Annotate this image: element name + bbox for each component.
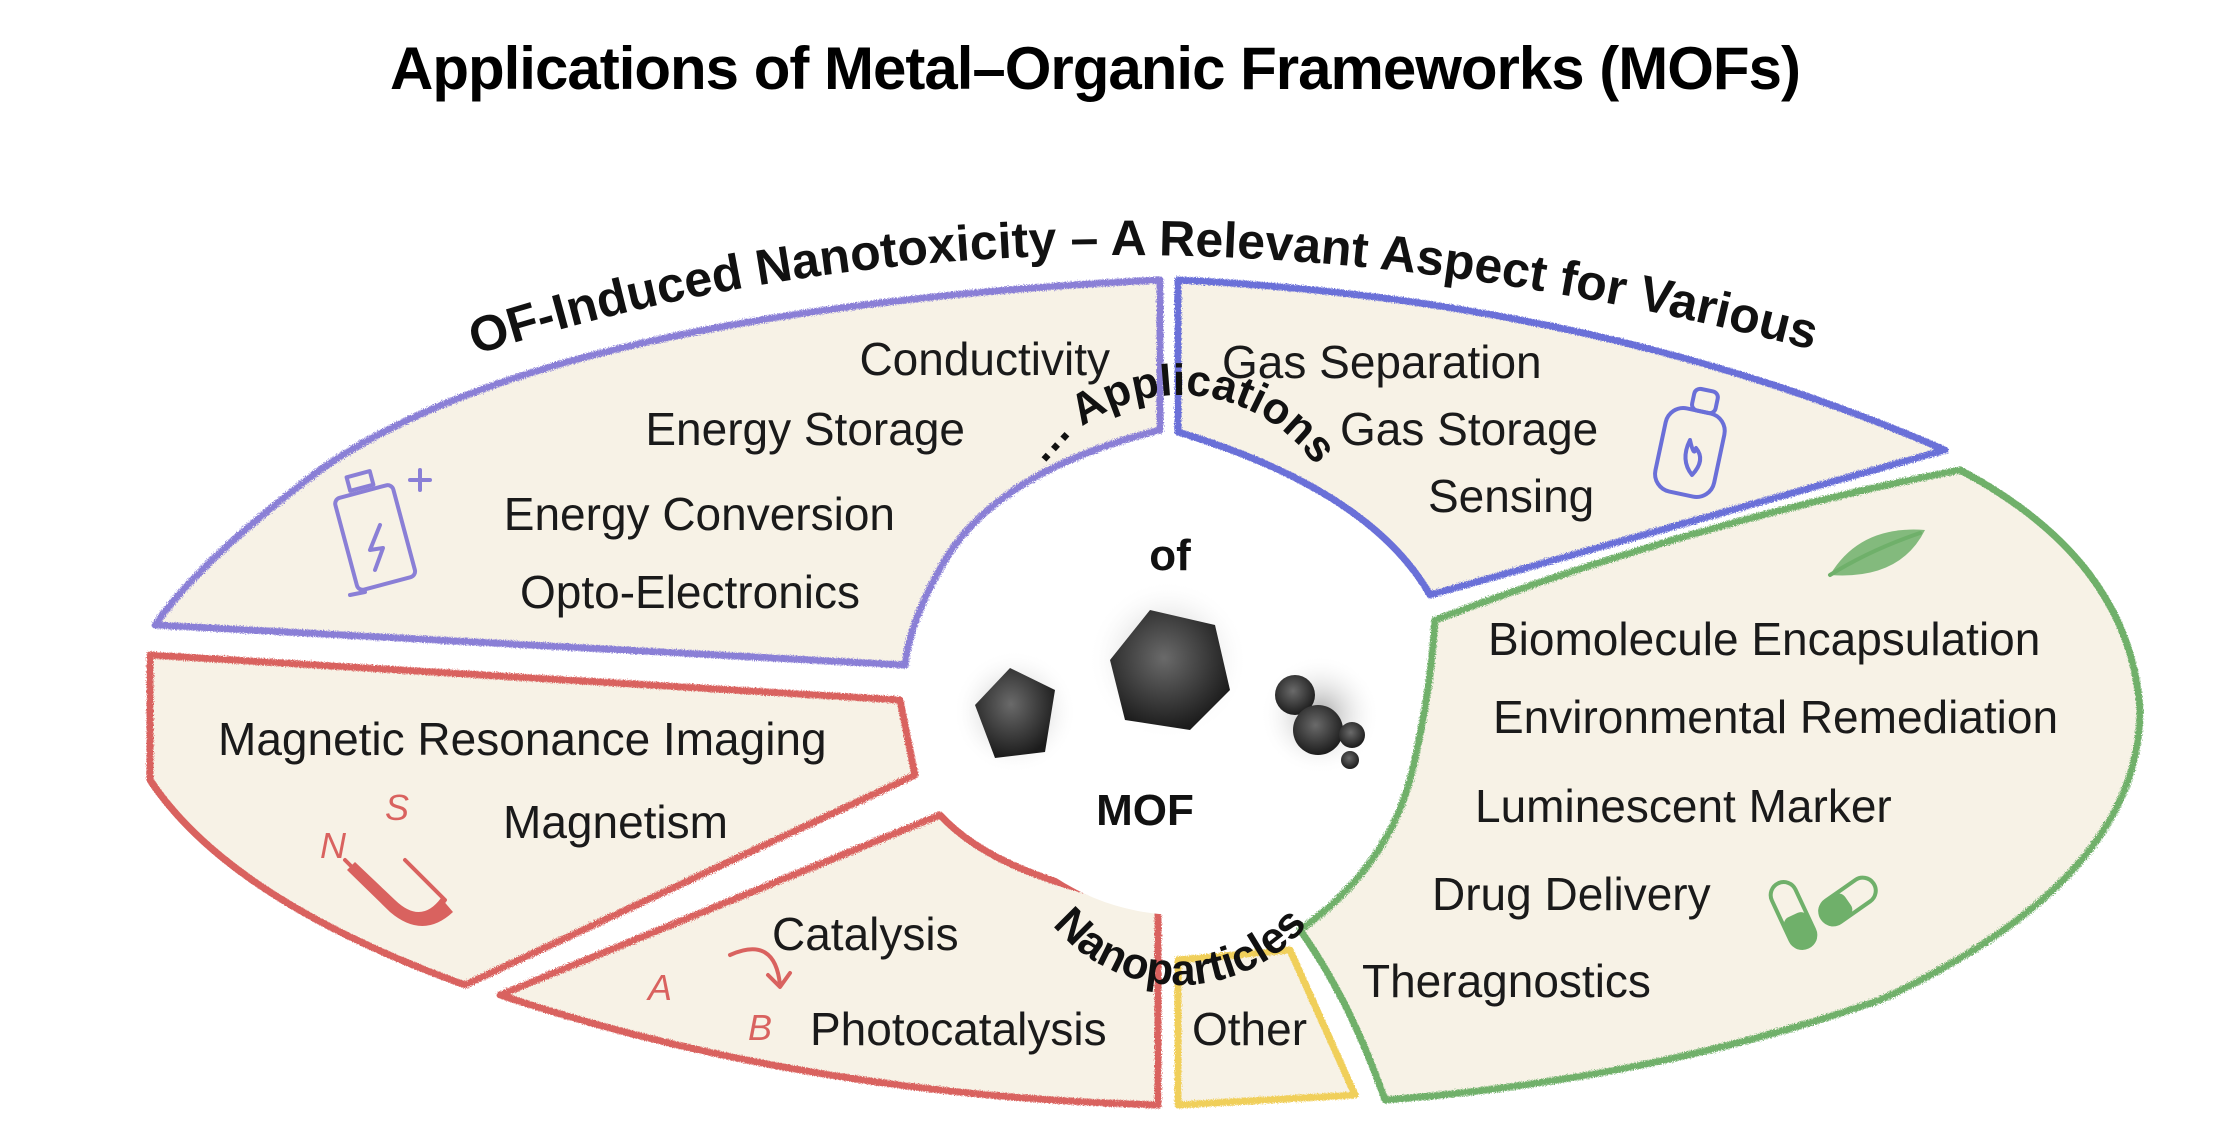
capsule-icon	[1768, 875, 1878, 950]
segment-other: Other	[1174, 946, 1359, 1109]
label-magnetic-resonance-imaging: Magnetic Resonance Imaging	[218, 713, 827, 765]
label-energy-conversion: Energy Conversion	[504, 488, 895, 540]
battery-icon	[333, 468, 432, 597]
gas-cylinder-icon	[1653, 386, 1727, 499]
label-drug-delivery: Drug Delivery	[1432, 868, 1711, 920]
label-photocatalysis: Photocatalysis	[810, 1003, 1107, 1055]
magnet-icon	[343, 858, 453, 926]
label-gas-separation: Gas Separation	[1222, 336, 1542, 388]
label-conductivity: Conductivity	[859, 333, 1110, 385]
label-gas-storage: Gas Storage	[1340, 403, 1598, 455]
reaction-arrow-icon	[728, 947, 792, 989]
reaction-b-label: B	[748, 1007, 772, 1048]
reaction-a-label: A	[646, 967, 672, 1008]
page-title: Applications of Metal–Organic Frameworks…	[390, 35, 1801, 102]
label-other: Other	[1192, 1003, 1307, 1055]
label-catalysis: Catalysis	[772, 908, 959, 960]
label-opto-electronics: Opto-Electronics	[520, 566, 860, 618]
leaf-icon	[1828, 529, 1925, 577]
nanoparticle-image-left	[953, 650, 1077, 774]
center-mof-text: MOF	[1096, 786, 1194, 835]
segment-gas: Gas Separation Gas Storage Sensing	[1174, 276, 1949, 599]
label-biomolecule-encapsulation: Biomolecule Encapsulation	[1488, 613, 2040, 665]
segment-bio: Biomolecule Encapsulation Environmental …	[1296, 466, 2144, 1104]
nanoparticle-image-center	[1088, 580, 1248, 740]
label-magnetism: Magnetism	[503, 796, 728, 848]
label-theragnostics: Theragnostics	[1362, 955, 1651, 1007]
magnet-n-label: N	[320, 825, 347, 866]
label-environmental-remediation: Environmental Remediation	[1493, 691, 2058, 743]
segment-catalysis: A B Catalysis Photocatalysis	[496, 811, 1162, 1109]
label-energy-storage: Energy Storage	[645, 403, 965, 455]
segment-magnetic: N S Magnetic Resonance Imaging Magnetism	[146, 651, 919, 989]
label-sensing: Sensing	[1428, 470, 1594, 522]
label-luminescent-marker: Luminescent Marker	[1475, 780, 1892, 832]
nanoparticle-image-right	[1260, 655, 1380, 775]
segment-energy: Conductivity Energy Storage Energy Conve…	[151, 276, 1164, 669]
magnet-s-label: S	[385, 787, 409, 828]
center-of-text: of	[1149, 531, 1191, 580]
